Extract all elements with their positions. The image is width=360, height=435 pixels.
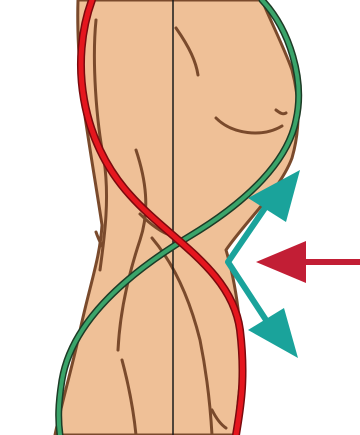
red-arrow — [256, 241, 360, 283]
teal-arrowhead-down — [248, 308, 298, 358]
red-arrowhead — [256, 241, 306, 283]
